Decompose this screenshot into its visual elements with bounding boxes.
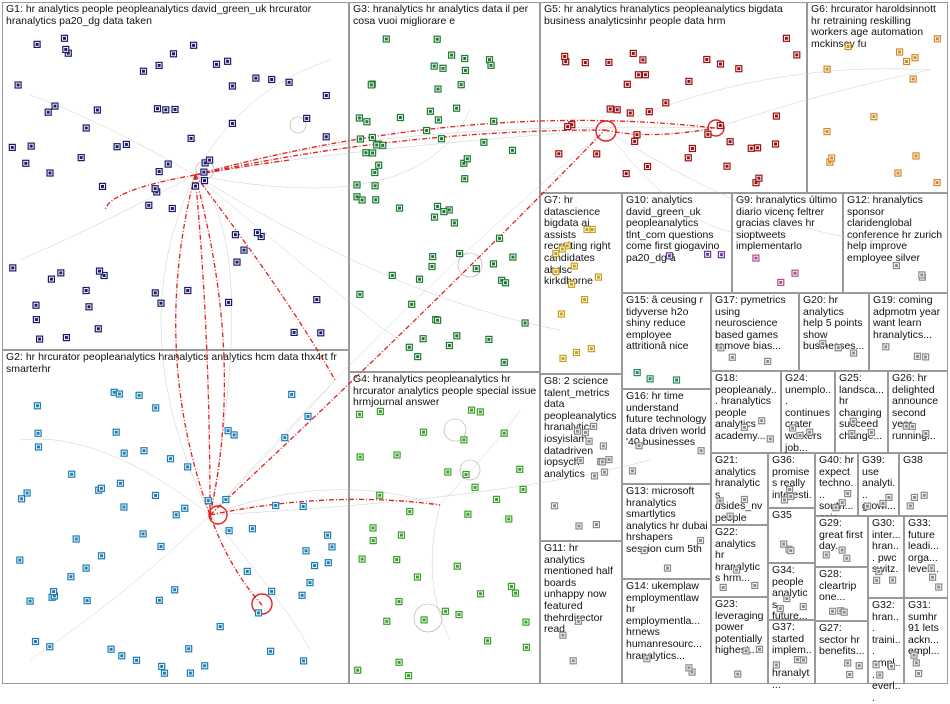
group-label-g18: G18: peopleanaly... hranalytics people a… [715,373,777,442]
group-label-g23: G23: leveraging power potentially highes… [715,599,764,657]
group-cell-g30: G30: inter... hran... pwc switz... [868,516,904,598]
group-label-g33: G33: future leadi... orga... lever... [908,518,939,576]
group-label-g6: G6: hrcurator haroldsinnott hr retrainin… [811,4,936,50]
group-cell-g12: G12: hranalytics sponsor claridenglobal … [843,193,948,293]
group-cell-g31: G31: sumhr 91 lets ackn... empl... [904,598,948,684]
group-label-g26: G26: hr delighted announce second year r… [892,373,939,442]
group-cell-g4: G4: hranalytics peopleanalytics hr hrcur… [349,372,540,684]
group-label-g9: G9: hranalytics último diario vicenç fel… [736,195,837,253]
group-cell-g24: G24: unemplo... continues crater workers… [781,371,835,453]
group-cell-g35: G35 [768,508,815,563]
group-cell-g17: G17: pymetrics using neuroscience based … [711,293,799,371]
group-label-g1: G1: hr analytics people peopleanalytics … [6,4,312,27]
group-cell-g38: G38 [899,453,948,516]
group-cell-g11: G11: hr analytics mentioned half boards … [540,541,622,684]
group-label-g4: G4: hranalytics peopleanalytics hr hrcur… [353,374,537,409]
group-label-g16: G16: hr time understand future technolog… [626,391,707,449]
group-cell-g28: G28: cleartrip one... [815,567,868,621]
group-cell-g19: G19: coming adpmotm year want learn hran… [869,293,948,371]
group-cell-g16: G16: hr time understand future technolog… [622,389,711,484]
group-cell-g33: G33: future leadi... orga... lever... [904,516,948,598]
group-cell-g18: G18: peopleanaly... hranalytics people a… [711,371,781,453]
group-label-g22: G22: analytics hr hranalytics hrm... [715,527,760,585]
group-cell-g34: G34: people analytics future... [768,563,815,623]
group-cell-g6: G6: hrcurator haroldsinnott hr retrainin… [807,2,948,193]
group-cell-g23: G23: leveraging power potentially highes… [711,597,768,684]
group-cell-g27: G27: sector hr benefits... [815,621,868,684]
group-cell-g39: G39: use analyti... growi... [858,453,899,516]
group-label-g13: G13: microsoft hranalytics smartlytics a… [626,486,708,555]
group-cell-g9: G9: hranalytics último diario vicenç fel… [732,193,843,293]
group-label-g32: G32: hran... traini... empl... everl... [872,600,901,704]
group-label-g8: G8: 2 science talent_metrics data people… [544,376,617,480]
group-label-g36: G36: promises really interesti... [772,455,812,513]
group-cell-g1: G1: hr analytics people peopleanalytics … [2,2,349,350]
group-label-g10: G10: analytics david_green_uk peopleanal… [626,195,720,264]
group-label-g20: G20: hr analytics help 5 points show bus… [803,295,865,353]
group-label-g31: G31: sumhr 91 lets ackn... empl... [908,600,940,658]
group-label-g28: G28: cleartrip one... [819,569,857,604]
group-label-g25: G25: landsca... hr changing succeed chan… [839,373,884,442]
group-label-g12: G12: hranalytics sponsor claridenglobal … [847,195,943,264]
group-label-g11: G11: hr analytics mentioned half boards … [544,543,613,636]
group-label-g34: G34: people analytics future... [772,565,808,623]
group-label-g14: G14: ukemplaw employmentlaw hr employmen… [626,581,702,662]
group-label-g15: G15: â ceusing r tidyverse h2o shiny red… [626,295,704,353]
group-label-g5: G5: hr analytics hranalytics peopleanaly… [544,4,783,27]
group-label-g2: G2: hr hrcurator peopleanalytics hranaly… [6,352,337,375]
group-label-g19: G19: coming adpmotm year want learn hran… [873,295,941,341]
group-cell-g14: G14: ukemplaw employmentlaw hr employmen… [622,579,711,684]
group-label-g35: G35 [772,510,792,521]
group-label-g37: G37: started implem... hranalyt... [772,622,812,691]
group-cell-g32: G32: hran... traini... empl... everl... [868,598,904,704]
group-cell-g7: G7: hr datascience bigdata ai assists re… [540,193,622,374]
group-label-g39: G39: use analyti... growi... [862,455,896,513]
group-cell-g37: G37: started implem... hranalyt... [768,620,815,691]
group-label-g38: G38 [903,455,923,466]
group-cell-g10: G10: analytics david_green_uk peopleanal… [622,193,732,293]
group-cell-g29: G29: great first day... [815,516,868,567]
group-cell-g21: G21: analytics hranalytics dsides_nv peo… [711,453,768,535]
group-cell-g22: G22: analytics hr hranalytics hrm... [711,525,768,597]
group-label-g40: G40: hr expect techno... south... asia..… [819,455,855,524]
group-cell-g3: G3: hranalytics hr analytics data il per… [349,2,540,372]
group-cell-g15: G15: â ceusing r tidyverse h2o shiny red… [622,293,711,389]
group-cell-g2: G2: hr hrcurator peopleanalytics hranaly… [2,350,349,684]
group-label-g27: G27: sector hr benefits... [819,623,865,658]
group-cell-g5: G5: hr analytics hranalytics peopleanaly… [540,2,807,193]
group-cell-g8: G8: 2 science talent_metrics data people… [540,374,622,541]
group-cell-g20: G20: hr analytics help 5 points show bus… [799,293,869,371]
group-cell-g13: G13: microsoft hranalytics smartlytics a… [622,484,711,579]
group-label-g29: G29: great first day... [819,518,863,553]
group-cell-g36: G36: promises really interesti... [768,453,815,512]
group-label-g30: G30: inter... hran... pwc switz... [872,518,901,587]
group-cell-g25: G25: landsca... hr changing succeed chan… [835,371,888,453]
group-label-g17: G17: pymetrics using neuroscience based … [715,295,786,353]
group-label-g21: G21: analytics hranalytics dsides_nv peo… [715,455,763,535]
group-cell-g40: G40: hr expect techno... south... asia..… [815,453,858,524]
group-cell-g26: G26: hr delighted announce second year r… [888,371,948,453]
group-label-g24: G24: unemplo... continues crater workers… [785,373,832,454]
group-label-g7: G7: hr datascience bigdata ai assists re… [544,195,611,288]
group-label-g3: G3: hranalytics hr analytics data il per… [353,4,529,27]
